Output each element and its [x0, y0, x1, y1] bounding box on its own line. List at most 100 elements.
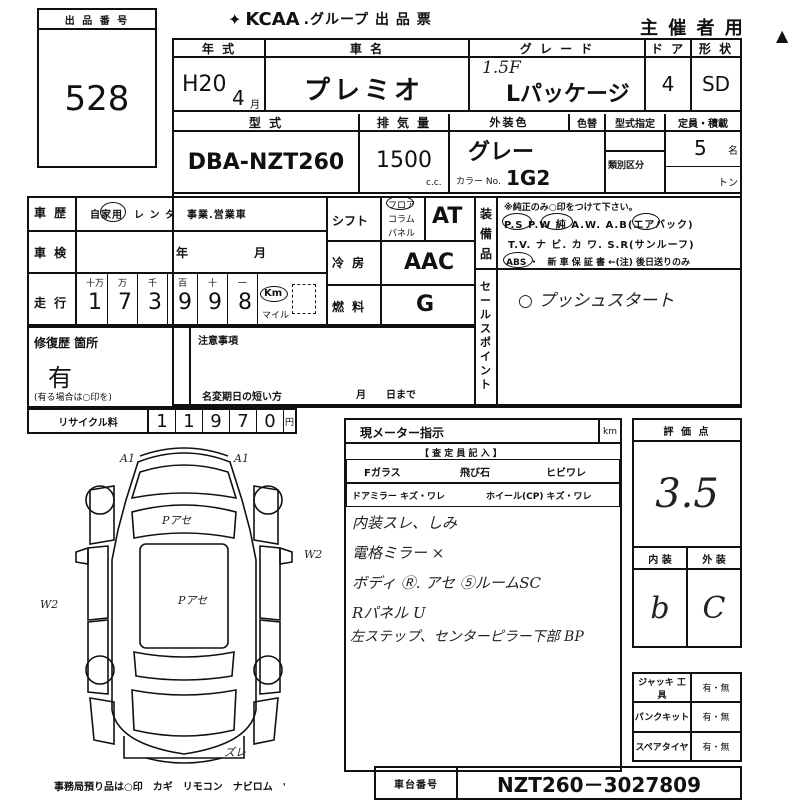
equip-note: ※純正のみ○印をつけて下さい。: [504, 203, 638, 213]
left-rear-fender: [89, 697, 115, 745]
history-options: 自家用 レ ン タ 事業.営業車: [90, 210, 247, 221]
shift-value: AT: [432, 204, 463, 229]
front-bumper: [139, 447, 229, 457]
recycle-box: リサイクル料 1 1 9 7 0 円: [27, 408, 297, 434]
recycle-digit: 7: [230, 410, 257, 432]
wheel-rear-right: [253, 655, 283, 685]
right-front-fender: [253, 485, 279, 545]
repair-label: 修復歴 箇所: [34, 336, 99, 350]
car-name: プレミオ: [304, 76, 425, 106]
car-trunk: [131, 689, 237, 737]
grade-top: 1.5F: [482, 58, 521, 78]
jack-label: ジャッキ 工 具: [634, 674, 692, 702]
km-circle: [260, 286, 288, 302]
left-mirror: [75, 546, 89, 565]
color-no: 1G2: [506, 166, 551, 190]
year-value-cell: H20 4 月: [174, 58, 264, 112]
fuel-value: G: [416, 292, 435, 317]
score-label: 評 価 点: [634, 420, 740, 442]
organizer-label: 主 催 者 用: [640, 18, 745, 39]
chassis-label: 車台番号: [376, 768, 458, 798]
equipment-box: [474, 196, 742, 408]
puncture-label: パンクキット: [634, 703, 692, 731]
form-title: .グループ 出 品 票: [303, 12, 432, 28]
capacity-cell: 5 名 トン: [664, 132, 740, 194]
inspection-label: 車 検: [34, 246, 69, 260]
name-value-cell: プレミオ: [264, 58, 468, 112]
recycle-digit: 1: [176, 410, 203, 432]
lot-number: 528: [64, 79, 130, 119]
wheel-front-right: [253, 485, 283, 515]
mileage-label: 走 行: [34, 296, 69, 310]
abs-circle: [503, 252, 533, 268]
right-mirror: [279, 546, 293, 565]
mileage-unit-cell: Km マイル: [258, 274, 324, 324]
ton-unit: トン: [718, 178, 738, 189]
meter-unit: km: [598, 420, 620, 444]
equip-line-1: P.S P.W 純 A.W. A.B(エアバック): [504, 220, 694, 231]
lot-label: 出 品 番 号: [39, 10, 155, 30]
equipment-label: 装 備 品: [480, 207, 493, 261]
repair-notes-box: [27, 326, 476, 408]
inspector-box: [344, 418, 622, 772]
pw-circle: [541, 213, 573, 230]
repair-value: 有: [48, 364, 72, 392]
rear-bumper: [145, 757, 223, 764]
cc-unit: c.c.: [426, 178, 442, 188]
header-logo-row: ✦ KCAA .グループ 出 品 票: [228, 6, 528, 32]
car-outline: [111, 452, 257, 755]
right-rear-fender: [253, 697, 279, 745]
f-glass-label: Fガラス: [364, 468, 401, 479]
score-value: 3.5: [655, 471, 719, 517]
name-header: 車 名: [264, 40, 468, 58]
spare-value: 有・無: [702, 742, 730, 753]
type-value: SD: [690, 58, 740, 112]
capacity-header: 定員・積載: [664, 114, 740, 132]
left-front-fender: [89, 485, 115, 545]
car-rear-window: [133, 651, 235, 681]
recycle-digit: 1: [149, 410, 176, 432]
jack-value: 有・無: [702, 684, 730, 695]
color-value-cell: グレー カラー No. 1G2: [448, 132, 604, 194]
equip-line-3: ABS ・ 新 車 保 証 書 ←(注) 後日送りのみ: [506, 258, 691, 268]
notes-label: 注意事項: [198, 336, 238, 347]
model-value: DBA-NZT260: [174, 132, 358, 194]
left-rear-door: [87, 619, 109, 695]
ac-label: 冷 房: [332, 256, 367, 270]
deadline-units: 月 日まで: [356, 390, 416, 401]
car-hood: [130, 464, 238, 500]
cc-header: 排 気 量: [358, 114, 448, 132]
color-change-header: 色替: [568, 114, 604, 132]
puncture-value: 有・無: [702, 713, 730, 724]
type-desig-cell: 類別区分: [604, 132, 664, 194]
ps-circle: [502, 213, 532, 230]
history-circle: [100, 202, 126, 222]
equip-line-2: T.V. ナ ビ. カ ワ. S.R(サンルーフ): [508, 240, 695, 251]
recycle-digit: 9: [203, 410, 230, 432]
doors-header: ド ア: [644, 40, 690, 58]
rear-bumper-lower: [123, 736, 245, 759]
exterior-grade: C: [702, 590, 726, 626]
displacement-value: 1500: [376, 148, 432, 173]
left-front-door: [87, 545, 109, 621]
meter-label: 現メーター指示: [360, 426, 445, 440]
mark-rear: ズレ: [224, 746, 246, 759]
inspector-label: 【 査 定 員 記 入 】: [420, 449, 502, 459]
month-unit: 月: [250, 100, 260, 111]
inspector-note: 電格ミラー ×: [352, 544, 445, 562]
type-desig-header: 型式指定: [604, 114, 664, 132]
grade-main: Lパッケージ: [506, 82, 630, 107]
doors-value: 4: [644, 58, 690, 112]
color-header: 外装色: [448, 114, 568, 132]
grade-value-cell: 1.5F Lパッケージ: [468, 58, 644, 112]
fuel-label: 燃 料: [332, 300, 367, 314]
car-diagram: A1 A1 Pアセ Pアセ W2 W2 ズレ: [40, 447, 322, 764]
ab-circle: [632, 213, 660, 230]
persons-unit: 名: [728, 146, 738, 157]
interior-grade: b: [634, 570, 688, 646]
